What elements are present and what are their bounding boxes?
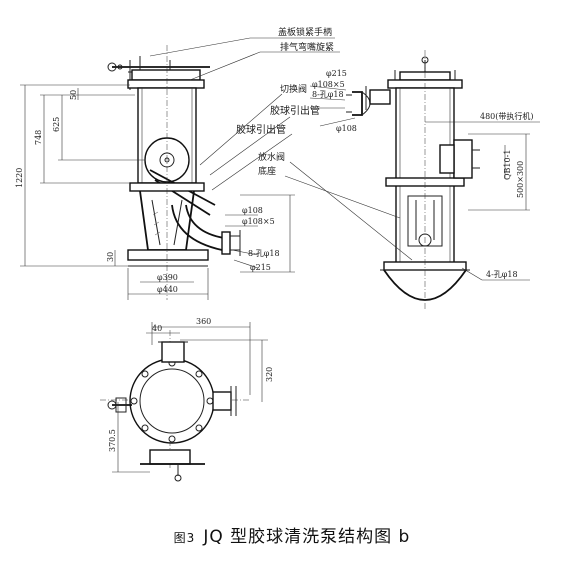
pump-structure-drawing: 盖板锁紧手柄 排气弯嘴旋紧 切换阀 胶球引出管 胶球引出管 放水阀 底座 480… bbox=[15, 26, 540, 482]
switch-valve-detail bbox=[309, 85, 371, 127]
figure-number: 图3 bbox=[173, 531, 196, 545]
label-switch-valve: 切换阀 bbox=[280, 83, 307, 95]
label-ball-outlet-pipe-2: 胶球引出管 bbox=[236, 123, 286, 136]
lower-flange-detail bbox=[225, 214, 259, 269]
dim-d108-top: φ108 bbox=[336, 124, 357, 133]
plan-view bbox=[100, 322, 268, 482]
label-drain-valve: 放水阀 bbox=[258, 151, 285, 163]
dim-d440: φ440 bbox=[157, 285, 178, 294]
figure-caption: 图3 JQ 型胶球清洗泵结构图 b bbox=[0, 522, 584, 547]
dim-1220: 1220 bbox=[15, 168, 24, 188]
annotation-labels: 盖板锁紧手柄 排气弯嘴旋紧 切换阀 胶球引出管 胶球引出管 放水阀 底座 480… bbox=[15, 26, 534, 452]
dim-d390: φ390 bbox=[157, 273, 178, 282]
front-view bbox=[20, 37, 340, 300]
dim-d215-low: φ215 bbox=[250, 263, 271, 272]
label-vent-nut: 排气弯嘴旋紧 bbox=[280, 41, 334, 53]
figure-title: JQ 型胶球清洗泵结构图 b bbox=[203, 527, 411, 547]
label-ball-outlet-pipe-1: 胶球引出管 bbox=[270, 104, 320, 117]
label-actuator-model: QB10-1 bbox=[503, 150, 512, 180]
dim-748: 748 bbox=[34, 130, 43, 145]
dim-360: 360 bbox=[196, 317, 211, 326]
label-cover-handle: 盖板锁紧手柄 bbox=[278, 26, 332, 38]
dim-370-5: 370.5 bbox=[108, 429, 117, 452]
label-4-holes: 4-孔φ18 bbox=[486, 270, 518, 279]
dim-625: 625 bbox=[52, 117, 61, 132]
dim-500x300: 500×300 bbox=[516, 161, 525, 198]
dim-d8h18-low: 8-孔φ18 bbox=[248, 249, 280, 258]
dim-30: 30 bbox=[106, 252, 115, 262]
dim-40: 40 bbox=[152, 324, 162, 333]
label-base: 底座 bbox=[258, 165, 276, 177]
dim-320: 320 bbox=[265, 367, 274, 382]
dim-50: 50 bbox=[69, 90, 78, 100]
dim-d215-top: φ215 bbox=[326, 69, 347, 78]
dim-d108x5-top: φ108×5 bbox=[312, 80, 345, 89]
side-view bbox=[284, 50, 540, 310]
dim-d108x5-low: φ108×5 bbox=[242, 217, 275, 226]
dim-d8h18-top: 8-孔φ18 bbox=[312, 90, 344, 99]
dim-d108-low: φ108 bbox=[242, 206, 263, 215]
label-actuator: 480(带执行机) bbox=[480, 111, 534, 121]
